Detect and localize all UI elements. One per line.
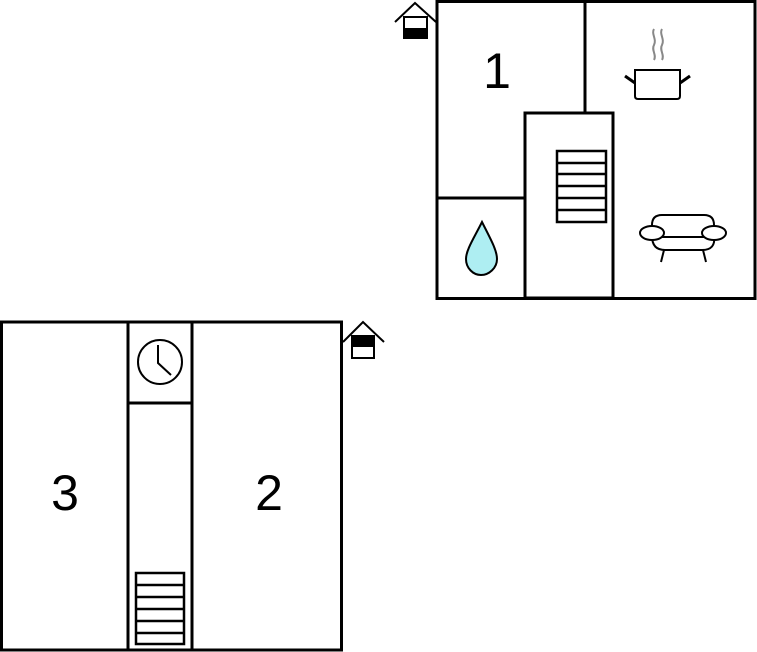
clock-icon bbox=[137, 339, 183, 385]
entrance-house-icon bbox=[394, 1, 437, 39]
stair-hall bbox=[523, 111, 615, 300]
room-label-3: 3 bbox=[51, 465, 79, 521]
sofa-icon bbox=[639, 214, 727, 263]
water-drop-icon bbox=[464, 219, 499, 277]
room-label-2: 2 bbox=[255, 465, 283, 521]
room-label-1: 1 bbox=[483, 43, 511, 99]
lower-floor-plan: 3 2 bbox=[0, 320, 385, 652]
cooking-pot-icon bbox=[624, 28, 691, 100]
stairs-icon bbox=[555, 149, 608, 224]
stairs-icon bbox=[134, 571, 186, 646]
lower-floor-outline bbox=[0, 320, 343, 652]
upper-floor-plan: 1 bbox=[394, 0, 757, 300]
entrance-house-icon bbox=[342, 320, 385, 359]
